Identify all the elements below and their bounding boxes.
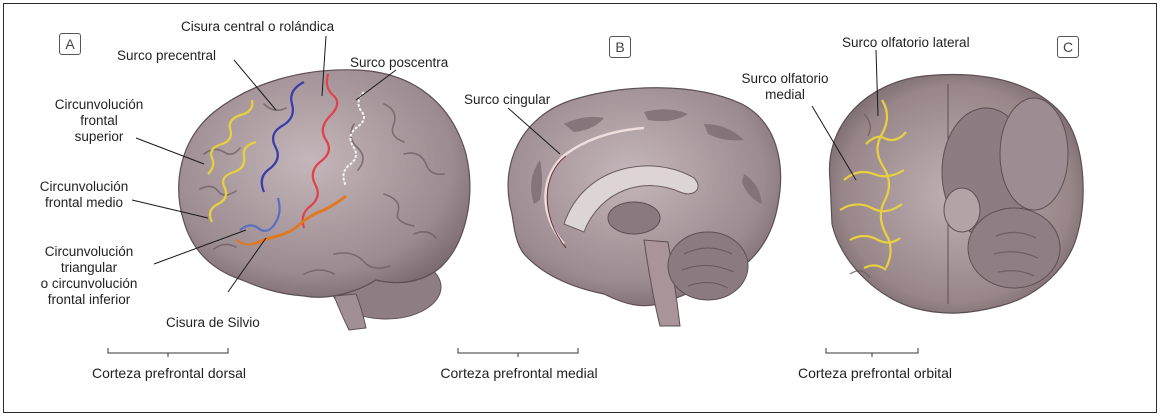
label-medial-olfactory-sulcus: Surco olfatorio medial: [732, 71, 838, 103]
label-triangular-line-1: Circunvolución: [44, 244, 134, 259]
brain-illustrations: [107, 35, 1084, 357]
label-triangular-gyrus: Circunvolución triangular o circunvoluci…: [24, 244, 154, 308]
label-superior-line-1: Circunvolución: [54, 97, 144, 112]
caption-dorsal-prefrontal: Corteza prefrontal dorsal: [91, 365, 247, 381]
leader-lines-c: [811, 49, 879, 181]
label-central-sulcus: Cisura central o rolándica: [181, 19, 335, 34]
label-lateral-olfactory-sulcus: Surco olfatorio lateral: [842, 35, 970, 50]
label-superior-line-2: frontal: [80, 113, 118, 128]
brain-orbital-view: [828, 73, 1084, 314]
cerebellum-c: [967, 207, 1061, 289]
postcentral-sulcus-a: [342, 91, 365, 187]
label-olf-medial-line-2: medial: [765, 87, 805, 102]
label-triangular-line-3: o circunvolución: [40, 276, 138, 291]
central-sulcus-a: [301, 73, 339, 229]
label-olf-medial-line-1: Surco olfatorio: [741, 71, 829, 86]
bracket-a: [107, 348, 229, 354]
label-middle-frontal-gyrus: Circunvolución frontal medio: [24, 179, 144, 211]
panel-a-letter: A: [59, 33, 81, 55]
label-medio-line-1: Circunvolución: [39, 179, 129, 194]
middle-frontal-sulcus-a: [208, 140, 257, 223]
inferior-frontal-sulcus-a: [239, 197, 281, 232]
pons-c: [943, 187, 981, 233]
label-triangular-line-2: triangular: [60, 260, 118, 275]
caption-orbital-prefrontal: Corteza prefrontal orbital: [797, 365, 953, 381]
label-postcentral-sulcus: Surco poscentra: [350, 55, 449, 70]
label-superior-line-3: superior: [74, 129, 124, 144]
label-superior-frontal-gyrus: Circunvolución frontal superior: [44, 97, 154, 145]
leader-lines-a: [131, 35, 397, 293]
label-triangular-line-4: frontal inferior: [47, 292, 131, 307]
corpus-callosum-b: [563, 165, 699, 233]
precentral-sulcus-a: [260, 81, 305, 193]
figure-frame: A B C Cisura central o rolándica Surco p…: [3, 3, 1157, 413]
panel-c-letter: C: [1057, 36, 1079, 58]
label-sylvian-fissure: Cisura de Silvio: [166, 315, 260, 330]
caption-medial-prefrontal: Corteza prefrontal medial: [440, 365, 598, 381]
superior-frontal-sulcus-a: [207, 99, 254, 175]
label-cingulate-sulcus: Surco cingular: [464, 92, 551, 107]
leader-lines-b: [507, 107, 561, 155]
bracket-c: [825, 348, 919, 354]
sylvian-fissure-a: [253, 194, 347, 246]
thalamus-b: [607, 201, 661, 235]
label-precentral-sulcus: Surco precentral: [117, 48, 217, 63]
caption-brackets: [107, 348, 919, 357]
cingulate-sulcus-b: [544, 126, 645, 245]
bracket-b: [457, 348, 579, 354]
brainstem-a: [333, 293, 367, 331]
panel-b-letter: B: [609, 36, 631, 58]
temporal-lobe-c-right: [999, 97, 1069, 211]
brain-lateral-view: [178, 69, 471, 331]
cerebrum-a: [178, 69, 471, 298]
brain-medial-view: [507, 87, 782, 327]
label-medio-line-2: frontal medio: [44, 195, 124, 210]
